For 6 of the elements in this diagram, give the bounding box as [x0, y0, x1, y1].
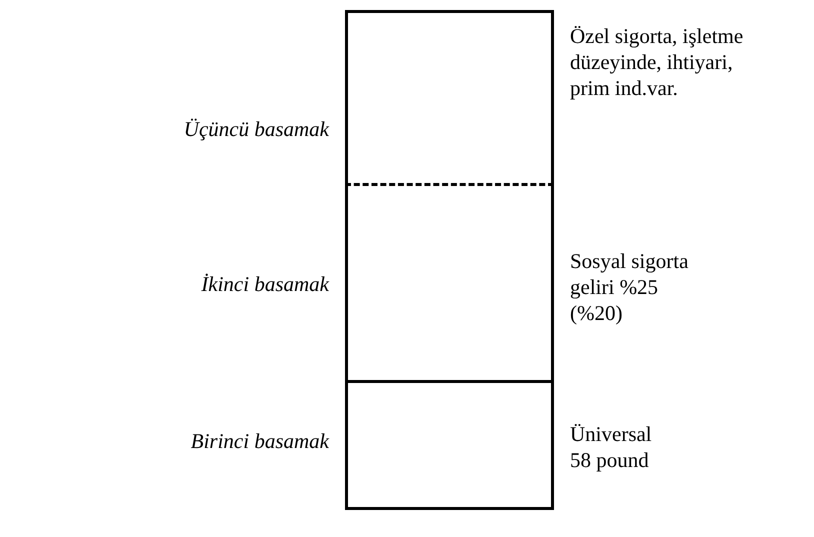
tier-description: Sosyal sigorta geliri %25 (%20) — [570, 248, 690, 326]
tier-label: Üçüncü basamak — [184, 117, 329, 142]
tier-label: Birinci basamak — [190, 429, 329, 454]
tier-description: Özel sigorta, işletme düzeyinde, ihtiyari, prim ind.var. — [570, 23, 744, 101]
tier-label: İkinci basamak — [201, 272, 329, 297]
tier-description: Üniversal 58 pound — [570, 421, 653, 473]
